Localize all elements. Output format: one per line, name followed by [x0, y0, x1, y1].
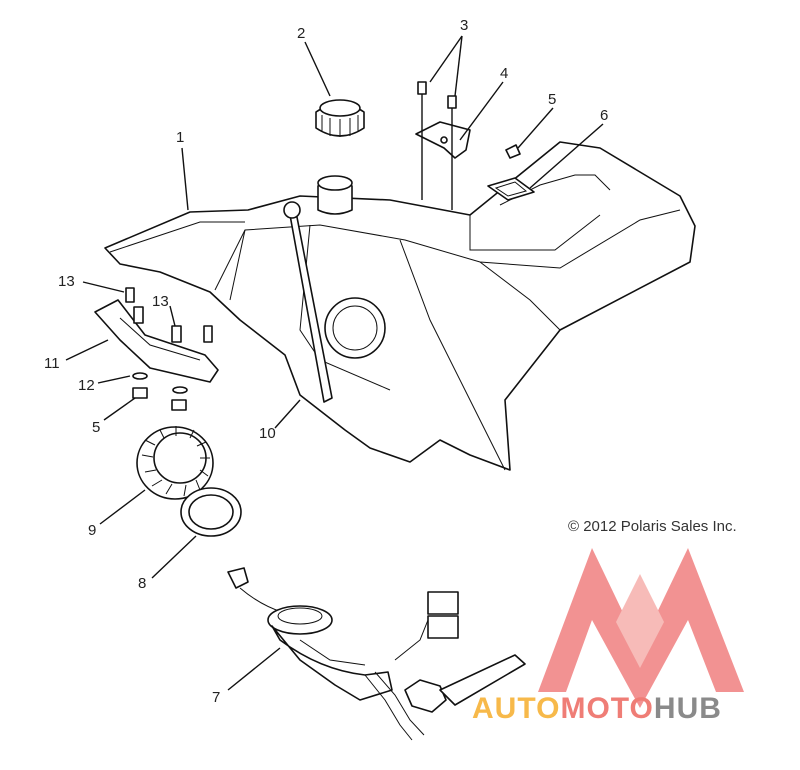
watermark-hub: HUB [654, 692, 722, 725]
callout-3: 3 [460, 17, 468, 34]
callout-12: 12 [78, 377, 95, 394]
callout-7: 7 [212, 689, 220, 706]
callout-6: 6 [600, 107, 608, 124]
callout-13-left: 13 [58, 273, 75, 290]
fuel-tank-drawing [104, 141, 696, 471]
callout-10: 10 [259, 425, 276, 442]
callout-2: 2 [297, 25, 305, 42]
mount-bracket-drawing [415, 81, 535, 210]
callout-8: 8 [138, 575, 146, 592]
gasket-ring-drawing [180, 487, 242, 537]
watermark-auto: AUTO [472, 692, 560, 725]
leader-lines [65, 35, 604, 691]
fuel-pump-drawing [227, 567, 526, 741]
callout-5-top: 5 [548, 91, 556, 108]
watermark-logo-icon [538, 548, 744, 708]
fuel-cap-drawing [315, 99, 365, 137]
heat-shield-drawing [94, 287, 219, 411]
callout-5-bottom: 5 [92, 419, 100, 436]
copyright-text: © 2012 Polaris Sales Inc. [568, 518, 737, 535]
callout-4: 4 [500, 65, 508, 82]
callout-11: 11 [44, 355, 60, 372]
lock-ring-drawing [136, 426, 214, 500]
watermark-text: AUTOMOTOHUB [472, 692, 722, 725]
callout-labels: 1 2 3 4 5 6 7 8 9 10 11 12 13 13 5 [44, 17, 608, 706]
watermark-moto: MOTO [560, 692, 653, 725]
callout-13-right: 13 [152, 293, 169, 310]
callout-9: 9 [88, 522, 96, 539]
callout-1: 1 [176, 129, 184, 146]
